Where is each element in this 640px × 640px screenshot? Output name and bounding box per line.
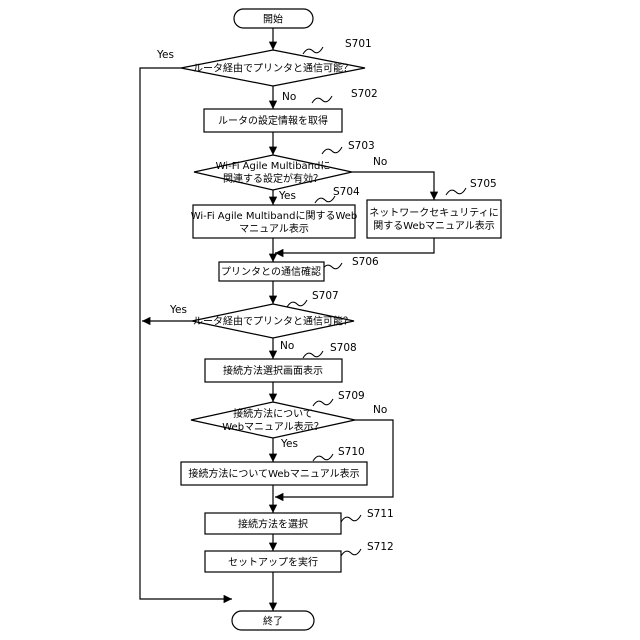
step-label-s707: S707 [312,290,339,302]
s701-text-1: ルータ経由でプリンタと通信可能？ [193,62,353,75]
step-label-s702: S702 [351,88,378,100]
s708-text-1: 接続方法選択画面表示 [223,364,323,377]
s709-yes-label: Yes [280,438,298,450]
curl-s706 [322,263,342,270]
curl-s707 [287,300,307,307]
start-label: 開始 [263,13,283,26]
s709-text-1: 接続方法について [233,407,313,420]
step-label-s712: S712 [367,541,394,553]
s705-text-2: 関するWebマニュアル表示 [373,219,495,232]
s701-yes-label: Yes [156,49,174,61]
s701-no-label: No [282,91,296,103]
s704-text-1: Wi-Fi Agile Multibandに関するWeb [191,210,358,222]
s707-text-1: ルータ経由でプリンタと通信可能？ [193,315,353,328]
s706-text-1: プリンタとの通信確認 [221,265,321,278]
s702-text-1: ルータの設定情報を取得 [218,114,328,127]
s709-no-label: No [373,404,387,416]
curl-s709 [313,399,333,406]
s712-text-1: セットアップを実行 [228,556,318,569]
s705-text-1: ネットワークセキュリティに [369,207,498,219]
end-label: 終了 [263,615,283,628]
curl-s708 [303,351,323,358]
step-label-s705: S705 [470,178,497,190]
s707-no-label: No [280,340,294,352]
step-label-s708: S708 [330,342,357,354]
s703-yes-label: Yes [278,190,296,202]
edge-s705-merge [275,238,434,253]
curl-s710 [313,454,333,461]
step-label-s709: S709 [338,390,365,402]
curl-s702 [312,96,332,103]
s705-process [367,200,501,238]
s703-text-1: Wi-Fi Agile Multibandに [216,160,331,172]
curl-s705 [446,188,466,195]
s710-text-1: 接続方法についてWebマニュアル表示 [188,467,359,480]
curl-s701 [303,47,323,54]
edge-s703-no-s705 [352,172,434,200]
step-label-s706: S706 [352,256,379,268]
step-label-s704: S704 [333,186,360,198]
step-label-s711: S711 [367,508,394,520]
curl-s711 [341,515,361,522]
curl-s704 [315,196,335,203]
curl-s703 [322,147,342,154]
step-label-s701: S701 [345,38,372,50]
step-label-s703: S703 [348,140,375,152]
s703-text-2: 関連する設定が有効？ [223,172,323,185]
curl-s712 [341,549,361,556]
s707-yes-label: Yes [169,304,187,316]
s704-text-2: マニュアル表示 [239,222,309,235]
s711-text-1: 接続方法を選択 [238,518,308,531]
s703-no-label: No [373,156,387,168]
step-label-s710: S710 [338,446,365,458]
s709-text-2: Webマニュアル表示？ [222,420,324,433]
